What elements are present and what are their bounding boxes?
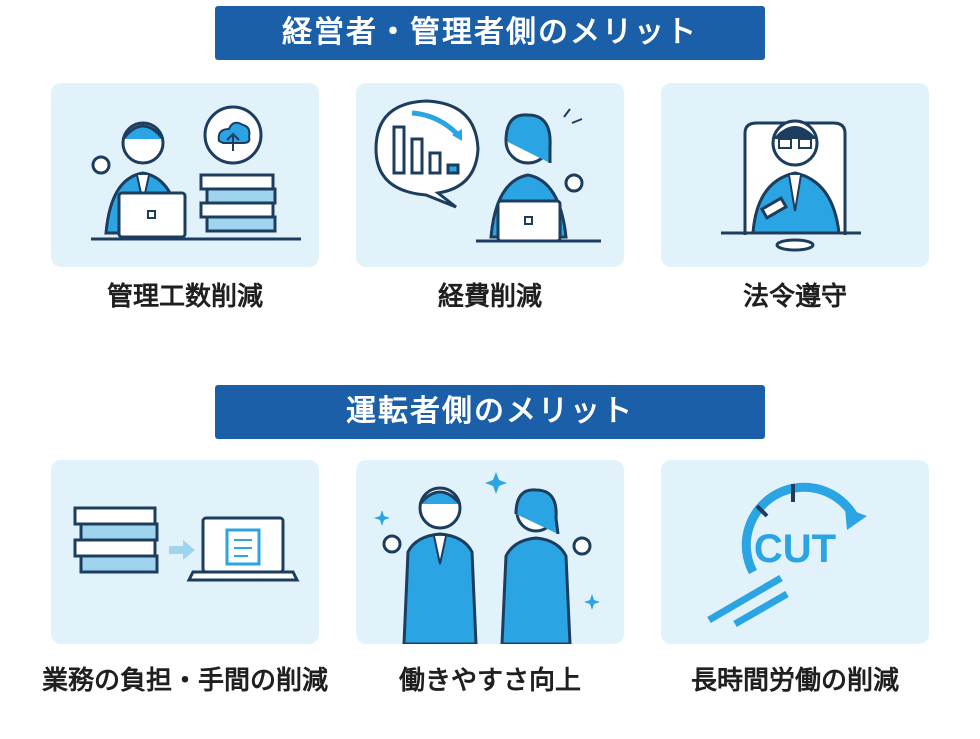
label-overtime-reduction: 長時間労働の削減 — [690, 666, 899, 696]
label-cost-reduction: 経費削減 — [437, 282, 542, 312]
manager-laptop-cloud-icon — [91, 105, 301, 241]
card-work-comfort — [356, 460, 624, 644]
card-cost-reduction — [356, 83, 624, 267]
label-management-effort: 管理工数削減 — [106, 282, 263, 312]
happy-workers-icon — [374, 472, 600, 644]
judge-gavel-icon — [721, 119, 861, 252]
section-title-driver: 運転者側のメリット — [215, 385, 765, 439]
card-overtime-reduction: CUT — [661, 460, 929, 644]
card-compliance — [661, 83, 929, 267]
label-burden-reduction: 業務の負担・手間の削減 — [41, 666, 328, 696]
label-work-comfort: 働きやすさ向上 — [398, 666, 581, 696]
card-burden-reduction — [51, 460, 319, 644]
svg-text:CUT: CUT — [754, 527, 836, 571]
label-compliance: 法令遵守 — [742, 282, 847, 312]
cost-down-chart-icon — [374, 99, 601, 243]
cut-clock-icon: CUT — [707, 482, 867, 628]
documents-to-laptop-icon — [73, 506, 300, 582]
card-management-effort — [51, 83, 319, 267]
section-title-manager: 経営者・管理者側のメリット — [215, 6, 765, 60]
